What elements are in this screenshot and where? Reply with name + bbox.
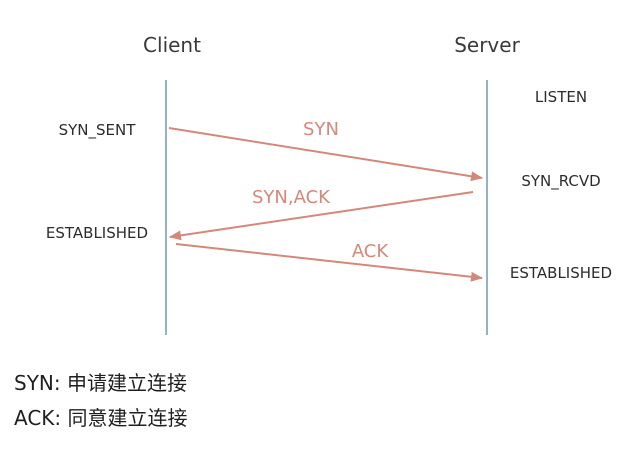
syn-arrow <box>168 127 483 182</box>
server-state-listen: LISTEN <box>535 88 587 106</box>
server-header: Server <box>454 33 520 57</box>
legend-syn: SYN: 申请建立连接 <box>14 371 187 395</box>
ack-label: ACK <box>352 241 390 262</box>
syn-label: SYN <box>303 119 339 140</box>
ack-arrow <box>175 243 483 282</box>
server-state-syn-rcvd: SYN_RCVD <box>521 172 600 191</box>
client-state-established: ESTABLISHED <box>46 224 148 242</box>
client-state-syn-sent: SYN_SENT <box>59 121 137 140</box>
client-header: Client <box>143 33 201 57</box>
legend-ack: ACK: 同意建立连接 <box>14 406 188 430</box>
syn-ack-label: SYN,ACK <box>252 187 331 208</box>
syn-ack-arrow <box>169 191 474 241</box>
server-state-established: ESTABLISHED <box>510 264 612 282</box>
